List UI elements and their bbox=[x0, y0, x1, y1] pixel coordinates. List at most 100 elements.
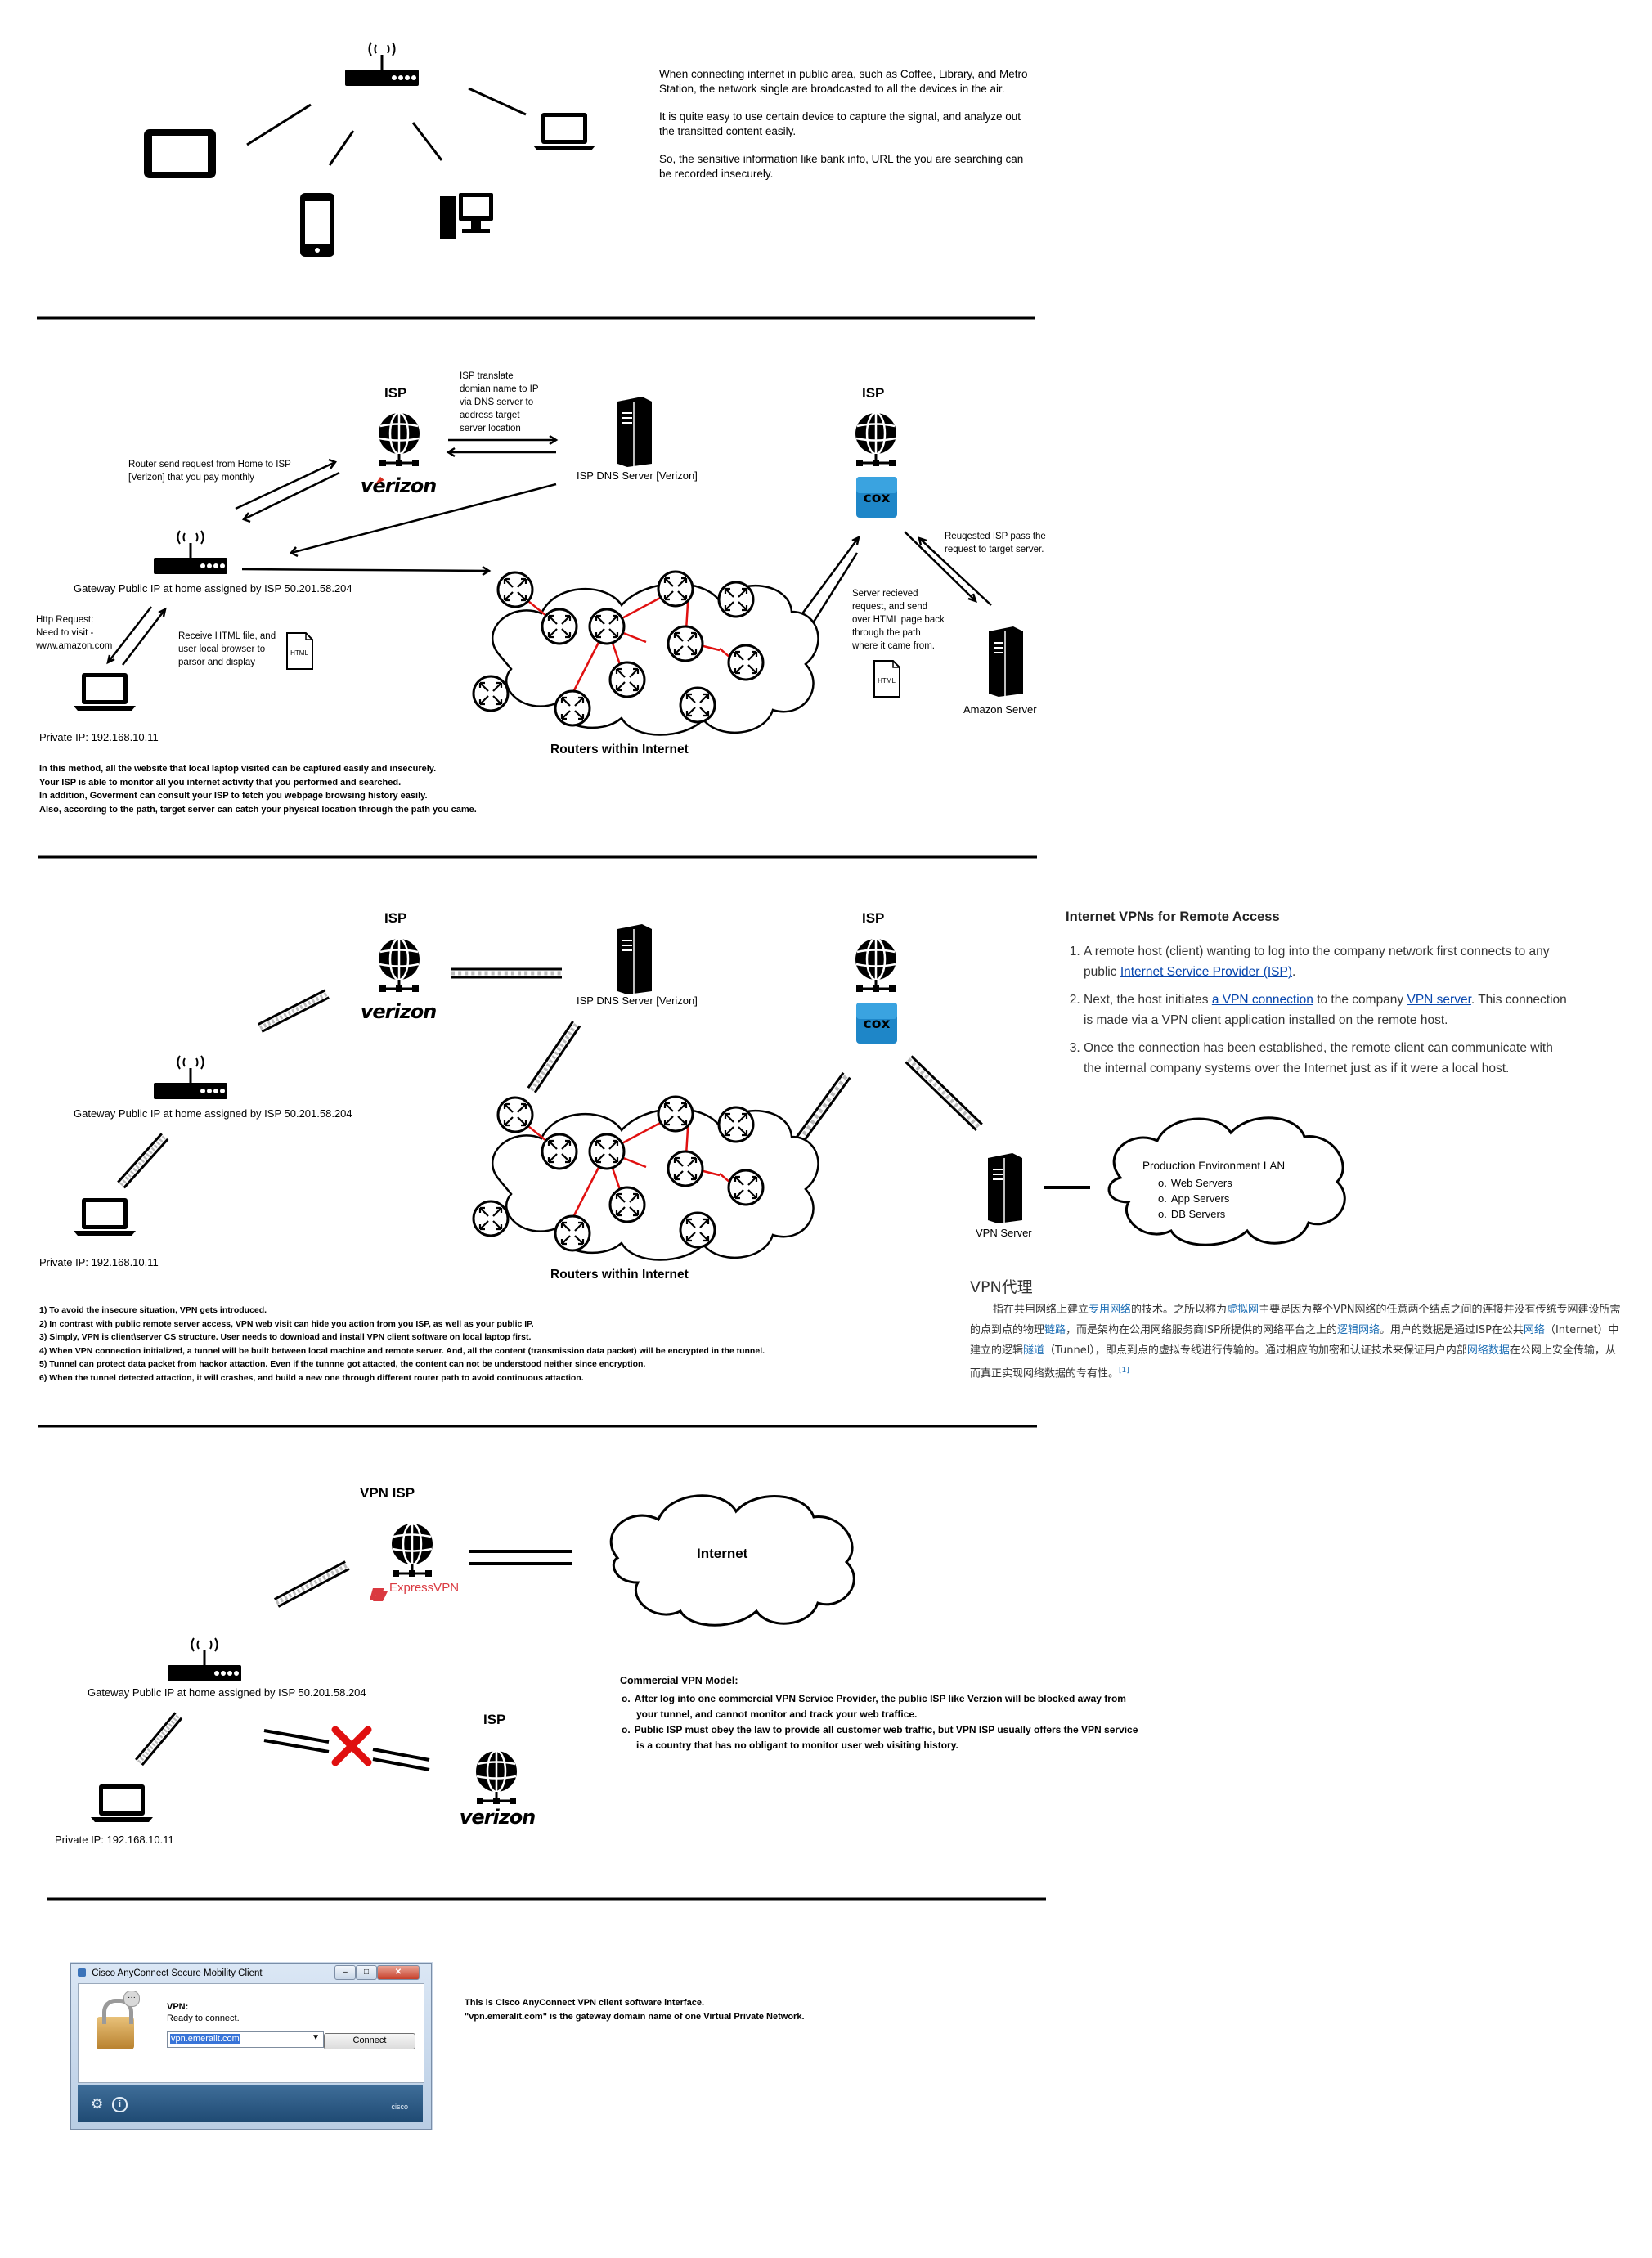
isp-label: ISP bbox=[384, 385, 407, 401]
remote-access-step: A remote host (client) wanting to log in… bbox=[1084, 941, 1573, 982]
home-router-icon bbox=[152, 1054, 229, 1101]
vpn-status: Ready to connect. bbox=[167, 2013, 240, 2023]
maximize-button[interactable]: □ bbox=[356, 1965, 377, 1980]
routers-label: Routers within Internet bbox=[550, 1268, 689, 1282]
isp-label: ISP bbox=[483, 1712, 506, 1727]
dns-server-icon bbox=[617, 923, 653, 995]
home-router-icon bbox=[152, 529, 229, 576]
vpn-connection-link[interactable]: a VPN connection bbox=[1211, 993, 1313, 1007]
reference-link[interactable]: [1] bbox=[1119, 1367, 1129, 1375]
logical-network-link[interactable]: 逻辑网络 bbox=[1336, 1324, 1380, 1336]
server-value: vpn.emeralit.com bbox=[170, 2034, 240, 2044]
isp-label: ISP bbox=[862, 910, 885, 926]
routers-label: Routers within Internet bbox=[550, 743, 689, 756]
vpn-pane: ··· VPN: Ready to connect. vpn.emeralit.… bbox=[78, 1983, 424, 2083]
remote-access-step: Once the connection has been established… bbox=[1084, 1038, 1573, 1079]
network-link[interactable]: 网络 bbox=[1523, 1324, 1545, 1336]
local-laptop-icon bbox=[74, 673, 136, 711]
internet-cloud bbox=[492, 1107, 819, 1261]
close-button[interactable]: ✕ bbox=[377, 1965, 420, 1980]
gateway-label: Gateway Public IP at home assigned by IS… bbox=[74, 582, 352, 595]
smartphone-icon bbox=[300, 193, 334, 257]
http-request-note: Http Request:Need to visit -www.amazon.c… bbox=[36, 615, 113, 651]
gear-icon[interactable]: ⚙ bbox=[91, 2096, 104, 2112]
local-laptop-icon bbox=[74, 1198, 136, 1236]
info-icon[interactable]: i bbox=[112, 2097, 128, 2112]
tunnel-link[interactable]: 隧道 bbox=[1023, 1344, 1045, 1357]
connect-button[interactable]: Connect bbox=[324, 2033, 415, 2049]
dns-server-label: ISP DNS Server [Verizon] bbox=[577, 994, 698, 1007]
router-send-note: Router send request from Home to ISP[Ver… bbox=[128, 460, 291, 483]
isp-link[interactable]: Internet Service Provider (ISP) bbox=[1120, 965, 1293, 979]
app-icon bbox=[78, 1968, 86, 1977]
cox-logo-text: cox bbox=[864, 1016, 891, 1032]
remote-access-step: Next, the host initiates a VPN connectio… bbox=[1084, 990, 1573, 1030]
public-wifi-router-icon bbox=[343, 41, 420, 88]
flow-arrows bbox=[106, 434, 992, 666]
cox-logo-text: cox bbox=[864, 490, 891, 506]
more-icon: ··· bbox=[123, 1991, 140, 2007]
window-title: Cisco AnyConnect Secure Mobility Client bbox=[78, 1968, 263, 1978]
home-router-icon bbox=[166, 1636, 243, 1683]
minimize-button[interactable]: – bbox=[334, 1965, 356, 1980]
html-file-label: HTML bbox=[290, 649, 308, 657]
vpn-server-link[interactable]: VPN server bbox=[1407, 993, 1471, 1007]
laptop-icon bbox=[533, 113, 595, 150]
expressvpn-logo-text: ExpressVPN bbox=[389, 1581, 460, 1595]
commercial-vpn-item: Public ISP must obey the law to provide … bbox=[635, 1722, 1143, 1753]
html-file-label: HTML bbox=[878, 677, 896, 685]
production-lan-text: Production Environment LAN Web Servers A… bbox=[1142, 1160, 1285, 1222]
virtual-network-link[interactable]: 虚拟网 bbox=[1227, 1304, 1259, 1316]
production-lan-title: Production Environment LAN bbox=[1142, 1160, 1286, 1172]
private-ip-label: Private IP: 192.168.10.11 bbox=[39, 1256, 159, 1268]
tablet-icon bbox=[144, 129, 216, 178]
chevron-down-icon[interactable]: ▼ bbox=[312, 2033, 320, 2042]
vpn-heading: VPN: bbox=[167, 2002, 189, 2012]
isp-globe-icon bbox=[854, 937, 898, 994]
remote-access-title: Internet VPNs for Remote Access bbox=[1066, 909, 1280, 924]
link-link[interactable]: 链路 bbox=[1044, 1324, 1066, 1336]
blocked-x-icon bbox=[331, 1726, 372, 1766]
vpn-proxy-paragraph: 指在共用网络上建立专用网络的技术。之所以称为虚拟网主要是因为整个VPN网络的任意… bbox=[970, 1304, 1621, 1380]
intro-paragraph: So, the sensitive information like bank … bbox=[659, 153, 1024, 180]
network-data-link[interactable]: 网络数据 bbox=[1466, 1344, 1510, 1357]
intro-paragraph: When connecting internet in public area,… bbox=[659, 68, 1028, 95]
vpn-proxy-title: VPN代理 bbox=[970, 1278, 1033, 1296]
verizon-logo: verizon bbox=[361, 474, 437, 497]
blocked-connection bbox=[263, 1726, 430, 1771]
cisco-logo: cisco bbox=[391, 2103, 408, 2111]
vpn-notes: 1) To avoid the insecure situation, VPN … bbox=[39, 1305, 765, 1383]
section4-graphics bbox=[91, 1494, 855, 1822]
cisco-caption: This is Cisco AnyConnect VPN client soft… bbox=[465, 1998, 805, 2022]
lan-item: App Servers bbox=[1171, 1191, 1285, 1206]
isp-globe-icon bbox=[377, 411, 421, 468]
intro-text: When connecting internet in public area,… bbox=[659, 67, 1037, 195]
gateway-label: Gateway Public IP at home assigned by IS… bbox=[74, 1107, 352, 1120]
verizon-logo: verizon bbox=[460, 1806, 536, 1829]
lock-icon bbox=[97, 1999, 134, 2049]
footer-bar: ⚙ i cisco bbox=[78, 2085, 423, 2122]
private-ip-label: Private IP: 192.168.10.11 bbox=[39, 731, 159, 743]
private-ip-label: Private IP: 192.168.10.11 bbox=[55, 1834, 174, 1846]
private-network-link[interactable]: 专用网络 bbox=[1089, 1304, 1132, 1316]
desktop-computer-icon bbox=[440, 193, 493, 239]
isp-globe-icon bbox=[854, 411, 898, 468]
isp-label: ISP bbox=[384, 910, 407, 926]
isp-globe-icon bbox=[474, 1749, 518, 1806]
vpn-server-icon bbox=[987, 1152, 1023, 1224]
server-select[interactable]: vpn.emeralit.com ▼ bbox=[167, 2031, 324, 2048]
remote-access-box: Internet VPNs for Remote Access A remote… bbox=[1066, 909, 1573, 1086]
commercial-vpn-title: Commercial VPN Model: bbox=[620, 1675, 738, 1686]
internet-cloud bbox=[492, 582, 819, 736]
section1-graphics bbox=[144, 41, 595, 257]
gateway-label: Gateway Public IP at home assigned by IS… bbox=[88, 1686, 366, 1699]
amazon-server-label: Amazon Server bbox=[963, 703, 1037, 716]
internet-cloud bbox=[609, 1494, 855, 1627]
internet-label: Internet bbox=[697, 1546, 748, 1561]
verizon-logo: verizon bbox=[361, 1000, 437, 1023]
vpn-server-label: VPN Server bbox=[976, 1227, 1032, 1239]
commercial-vpn-text: Commercial VPN Model: After log into one… bbox=[620, 1675, 1143, 1753]
